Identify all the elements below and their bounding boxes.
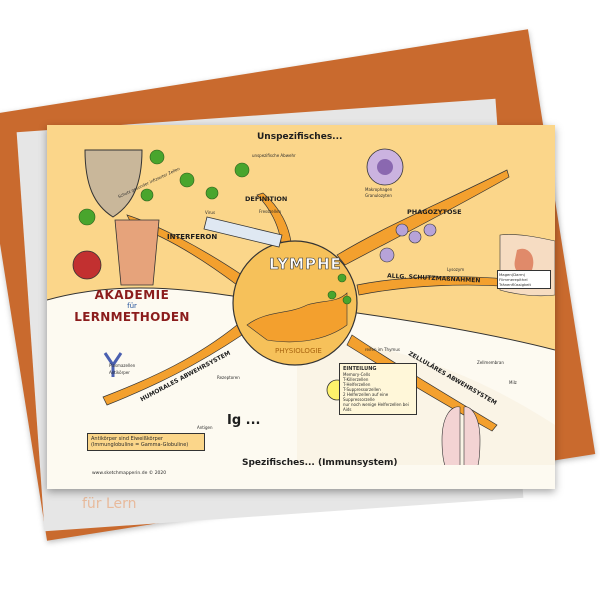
logo-line3: LERNMETHODEN xyxy=(74,310,190,324)
stomach-label: Magen(Darm) Flimmerepithel Tränenflüssig… xyxy=(497,270,551,289)
branch-interferon: INTERFERON xyxy=(167,233,218,241)
note-rezeptoren: Rezeptoren xyxy=(217,375,240,380)
watermark-shadow-text: für Lern xyxy=(82,496,137,512)
einteilung-box: EINTEILUNG Memory-Cells T-Killerzellen T… xyxy=(339,363,417,415)
branch-phagozytose: PHAGOZYTOSE xyxy=(407,208,462,216)
note-antikoerper: Antikörper xyxy=(109,370,130,375)
note-makrophagen: Makrophagen xyxy=(365,187,393,192)
note-antigen: Antigen xyxy=(197,425,213,430)
ig-label: Ig ... xyxy=(227,413,261,428)
center-subtitle: PHYSIOLOGIE xyxy=(275,347,322,355)
center-title: LYMPHE xyxy=(269,255,342,274)
note-thymus: reifen im Thymus xyxy=(365,347,400,352)
note-zellmembran: Zellmembran xyxy=(477,360,504,365)
title-unspezifisches: Unspezifisches... xyxy=(257,132,343,142)
logo-line1: AKADEMIE xyxy=(94,288,170,302)
note-plasmazellen: Plasmazellen xyxy=(109,363,136,368)
note-virus: Virus xyxy=(205,210,216,215)
einteilung-item: 2 Helferzellen auf eine Suppressorzelle xyxy=(343,392,389,402)
akademie-logo: AKADEMIE für LERNMETHODEN xyxy=(62,288,202,324)
note-milz: Milz xyxy=(509,380,517,385)
logo-line2: für xyxy=(127,302,137,310)
note-fresszellen: Fresszellen xyxy=(259,209,281,214)
note-unspez-abwehr: unspezifische Abwehr xyxy=(252,153,296,158)
einteilung-item: T-Suppressorzellen xyxy=(343,387,381,392)
note-granulozyten: Granulozyten xyxy=(365,193,392,198)
einteilung-item: Memory-Cells xyxy=(343,372,371,377)
branch-definition: DEFINITION xyxy=(245,195,288,203)
mindmap-poster: Unspezifisches... Spezifisches... (Immun… xyxy=(47,125,555,489)
title-spezifisches: Spezifisches... (Immunsystem) xyxy=(242,458,398,468)
einteilung-item: T-Helferzellen xyxy=(343,382,371,387)
einteilung-item: nur noch wenige Helferzellen bei Aids xyxy=(343,402,409,412)
note-lysozym: Lysozym xyxy=(447,267,465,272)
antibody-box: Antikörper sind Eiweißkörper (Immunglobu… xyxy=(87,433,205,451)
einteilung-heading: EINTEILUNG xyxy=(343,366,377,372)
footer-url: www.sketchmapperin.de © 2020 xyxy=(92,471,167,476)
einteilung-item: T-Killerzellen xyxy=(343,377,369,382)
